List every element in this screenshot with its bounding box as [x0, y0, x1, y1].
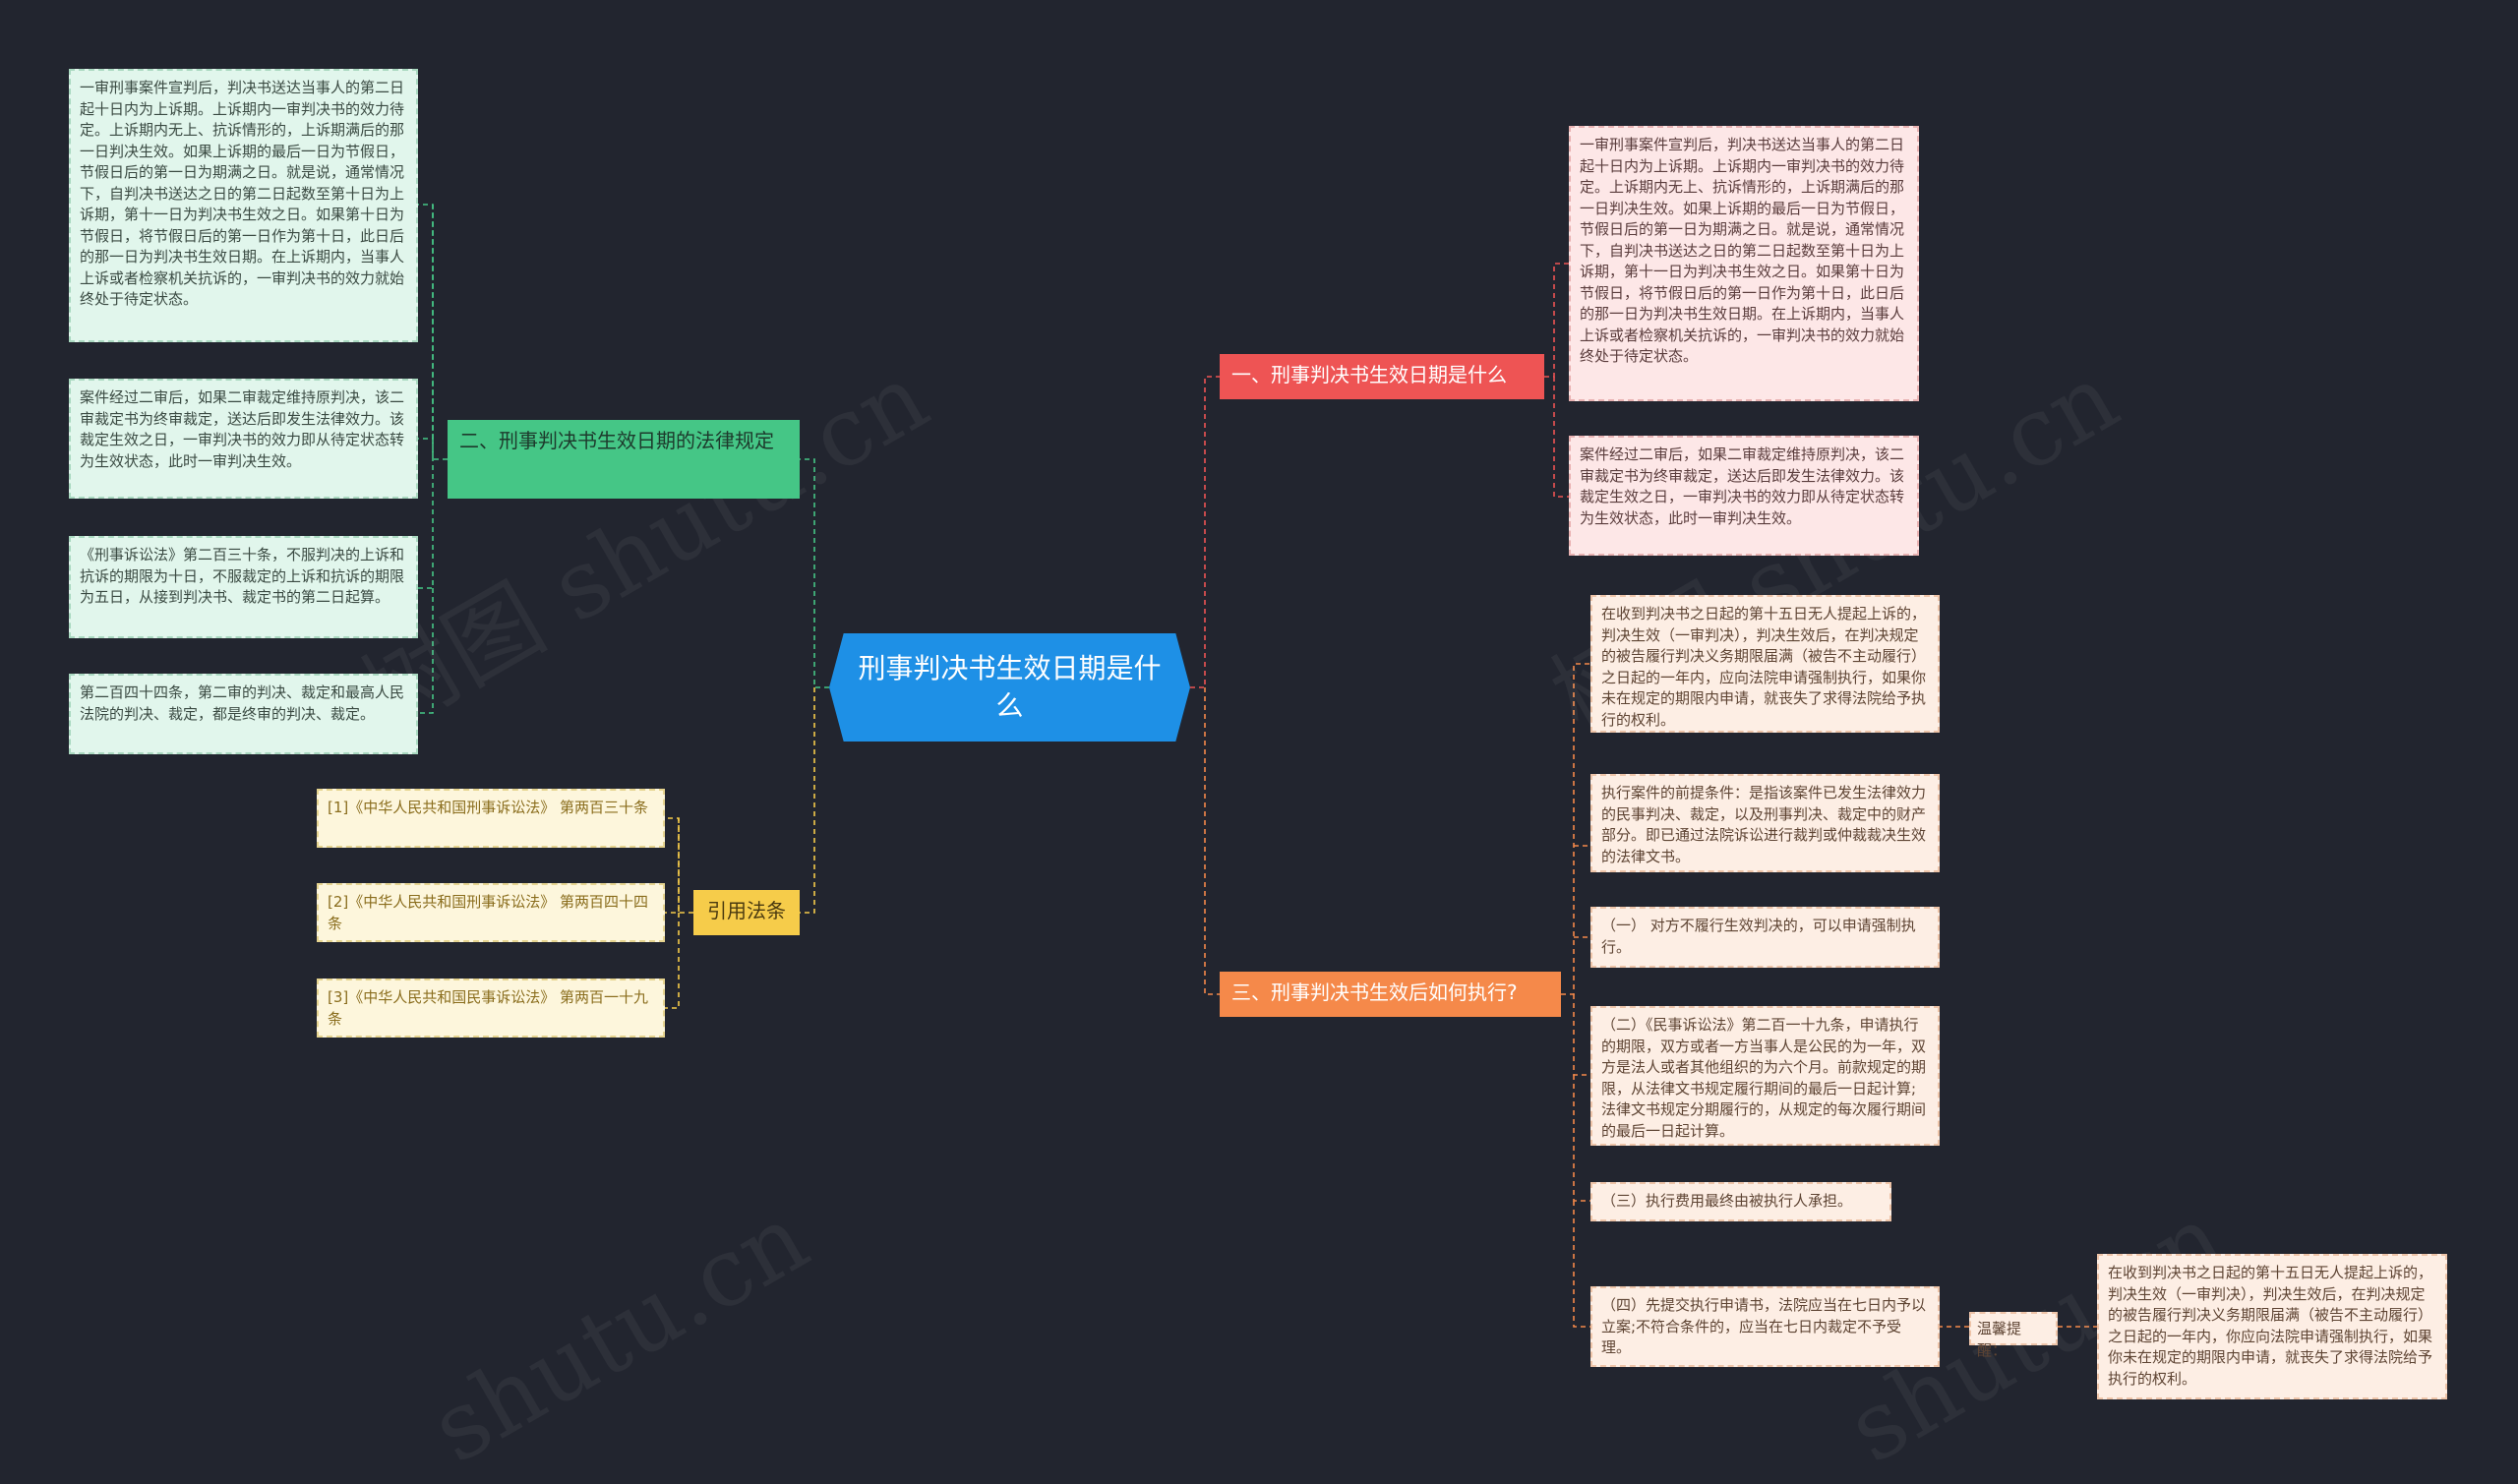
citation-leaf[interactable]: [3]《中华人民共和国民事诉讼法》 第两百一十九条: [317, 979, 665, 1038]
connector-branch3-leaf4: [1573, 994, 1590, 1076]
connector-branch1-leaf2: [1553, 377, 1569, 498]
connector-branch1-leaf1: [1544, 263, 1569, 378]
branch-node-legal-provisions[interactable]: 二、刑事判决书生效日期的法律规定: [448, 420, 800, 499]
connector-center-branch2: [800, 458, 829, 688]
leaf-node[interactable]: 在收到判决书之日起的第十五日无人提起上诉的，判决生效（一审判决），判决生效后，在…: [1590, 595, 1940, 733]
leaf-node[interactable]: （一） 对方不履行生效判决的，可以申请强制执行。: [1590, 907, 1940, 968]
citation-leaf[interactable]: [1]《中华人民共和国刑事诉讼法》 第两百三十条: [317, 789, 665, 848]
connector-branch2-leaf3: [418, 439, 434, 589]
connector-center-branch3: [1204, 687, 1220, 995]
leaf-node[interactable]: 案件经过二审后，如果二审裁定维持原判决，该二审裁定书为终审裁定，送达后即发生法律…: [1569, 436, 1919, 556]
tip-label[interactable]: 温馨提醒：: [1969, 1312, 2058, 1359]
leaf-node[interactable]: （四）先提交执行申请书，法院应当在七日内予以立案;不符合条件的，应当在七日内裁定…: [1590, 1286, 1940, 1367]
leaf-node[interactable]: 执行案件的前提条件：是指该案件已发生法律效力的民事判决、裁定，以及刑事判决、裁定…: [1590, 774, 1940, 872]
connector-branch2-leaf4: [418, 588, 434, 714]
connector-branch2-leaf2: [418, 205, 434, 440]
connector-branch3-leaf6: [1573, 1201, 1590, 1328]
connector-center-branch1: [1190, 376, 1220, 688]
connector-branch4-leaf3: [665, 913, 680, 1009]
leaf-node[interactable]: （三）执行费用最终由被执行人承担。: [1590, 1182, 1891, 1221]
branch-node-enforcement[interactable]: 三、刑事判决书生效后如何执行?: [1220, 972, 1561, 1017]
leaf-node[interactable]: 一审刑事案件宣判后，判决书送达当事人的第二日起十日内为上诉期。上诉期内一审判决书…: [1569, 126, 1919, 401]
leaf-node[interactable]: 案件经过二审后，如果二审裁定维持原判决，该二审裁定书为终审裁定，送达后即发生法律…: [69, 379, 418, 499]
tip-note[interactable]: 在收到判决书之日起的第十五日无人提起上诉的，判决生效（一审判决），判决生效后，在…: [2097, 1254, 2447, 1399]
branch-node-cited-laws[interactable]: 引用法条: [693, 890, 800, 935]
connector-branch4-leaf2: [665, 818, 680, 914]
leaf-node[interactable]: 一审刑事案件宣判后，判决书送达当事人的第二日起十日内为上诉期。上诉期内一审判决书…: [69, 69, 418, 342]
connector-center-branch4: [800, 687, 815, 914]
leaf-node[interactable]: （二）《民事诉讼法》第二百一十九条，申请执行的期限，双方或者一方当事人是公民的为…: [1590, 1006, 1940, 1146]
connector-branch3-leaf5: [1573, 1075, 1590, 1202]
central-topic[interactable]: 刑事判决书生效日期是什么: [829, 633, 1190, 742]
branch-node-effective-date[interactable]: 一、刑事判决书生效日期是什么: [1220, 354, 1544, 399]
leaf-node[interactable]: 《刑事诉讼法》第二百三十条，不服判决的上诉和抗诉的期限为十日，不服裁定的上诉和抗…: [69, 536, 418, 638]
leaf-node[interactable]: 第二百四十四条，第二审的判决、裁定和最高人民法院的判决、裁定，都是终审的判决、裁…: [69, 674, 418, 754]
connector-branch3-leaf1: [1561, 663, 1590, 995]
citation-leaf[interactable]: [2]《中华人民共和国刑事诉讼法》 第两百四十四条: [317, 883, 665, 942]
